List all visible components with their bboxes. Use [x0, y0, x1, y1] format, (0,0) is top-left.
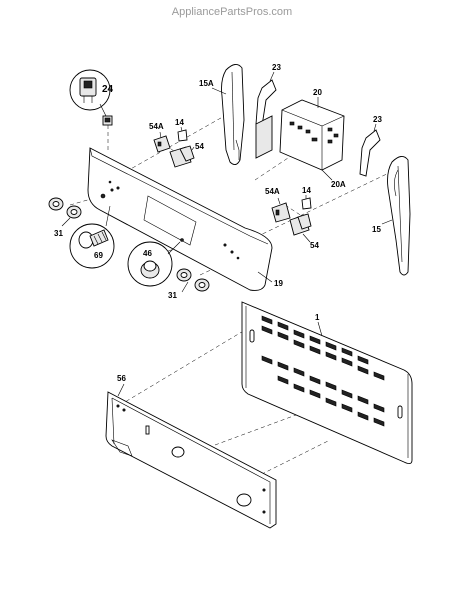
part-23-bracket-lower[interactable]: 23	[359, 115, 382, 177]
rear-panel-vents	[261, 315, 385, 427]
part-31-knobs-right[interactable]: 31	[168, 268, 210, 300]
callout-14-upper: 14	[175, 118, 184, 127]
part-56-lower-panel[interactable]: 56	[105, 374, 277, 529]
part-20-electronic-control[interactable]: 20	[279, 88, 345, 171]
part-20A-overlay[interactable]: 20A	[255, 115, 346, 189]
callout-20A: 20A	[331, 180, 346, 189]
callout-15A: 15A	[199, 79, 214, 88]
part-69-lamp-socket[interactable]: 69	[69, 205, 115, 269]
part-54-switch-lower[interactable]: 54	[289, 213, 319, 250]
part-54A-switch-lower[interactable]: 54A	[265, 187, 291, 223]
part-31-knobs-left[interactable]: 31	[48, 197, 82, 238]
callout-31-right: 31	[168, 291, 177, 300]
part-19-control-panel[interactable]: 19	[87, 147, 283, 291]
callout-23-lower: 23	[373, 115, 382, 124]
callout-69: 69	[94, 251, 103, 260]
watermark: AppliancePartsPros.com	[171, 6, 293, 18]
part-1-rear-panel[interactable]: 1	[241, 301, 413, 465]
callout-54-lower: 54	[310, 241, 319, 250]
callout-54A-lower: 54A	[265, 187, 280, 196]
part-14-clip-lower[interactable]: 14	[301, 186, 312, 210]
callout-54A-upper: 54A	[149, 122, 164, 131]
callout-46: 46	[143, 249, 152, 258]
callout-31-left: 31	[54, 229, 63, 238]
switch-icon	[79, 77, 97, 103]
callout-19: 19	[274, 279, 283, 288]
callout-20: 20	[313, 88, 322, 97]
part-15A-left-endcap[interactable]: 15A	[199, 64, 245, 165]
callout-23-upper: 23	[272, 63, 281, 72]
callout-1: 1	[315, 313, 320, 322]
part-15-right-endcap[interactable]: 15	[372, 156, 411, 276]
part-23-bracket-upper[interactable]: 23	[255, 63, 281, 127]
callout-15: 15	[372, 225, 381, 234]
part-54A-switch-upper[interactable]: 54A	[149, 122, 171, 153]
part-46-indicator-light[interactable]: 46	[127, 241, 181, 287]
callout-56: 56	[117, 374, 126, 383]
bulb-icon	[78, 229, 109, 249]
part-14-clip-upper[interactable]: 14	[175, 118, 188, 142]
callout-24: 24	[102, 84, 114, 95]
knob-icon	[48, 197, 64, 211]
part-54-switch-upper[interactable]: 54	[169, 142, 204, 168]
callout-14-lower: 14	[302, 186, 311, 195]
part-24-rocker-switch[interactable]: 24	[69, 69, 114, 126]
callout-54-upper: 54	[195, 142, 204, 151]
